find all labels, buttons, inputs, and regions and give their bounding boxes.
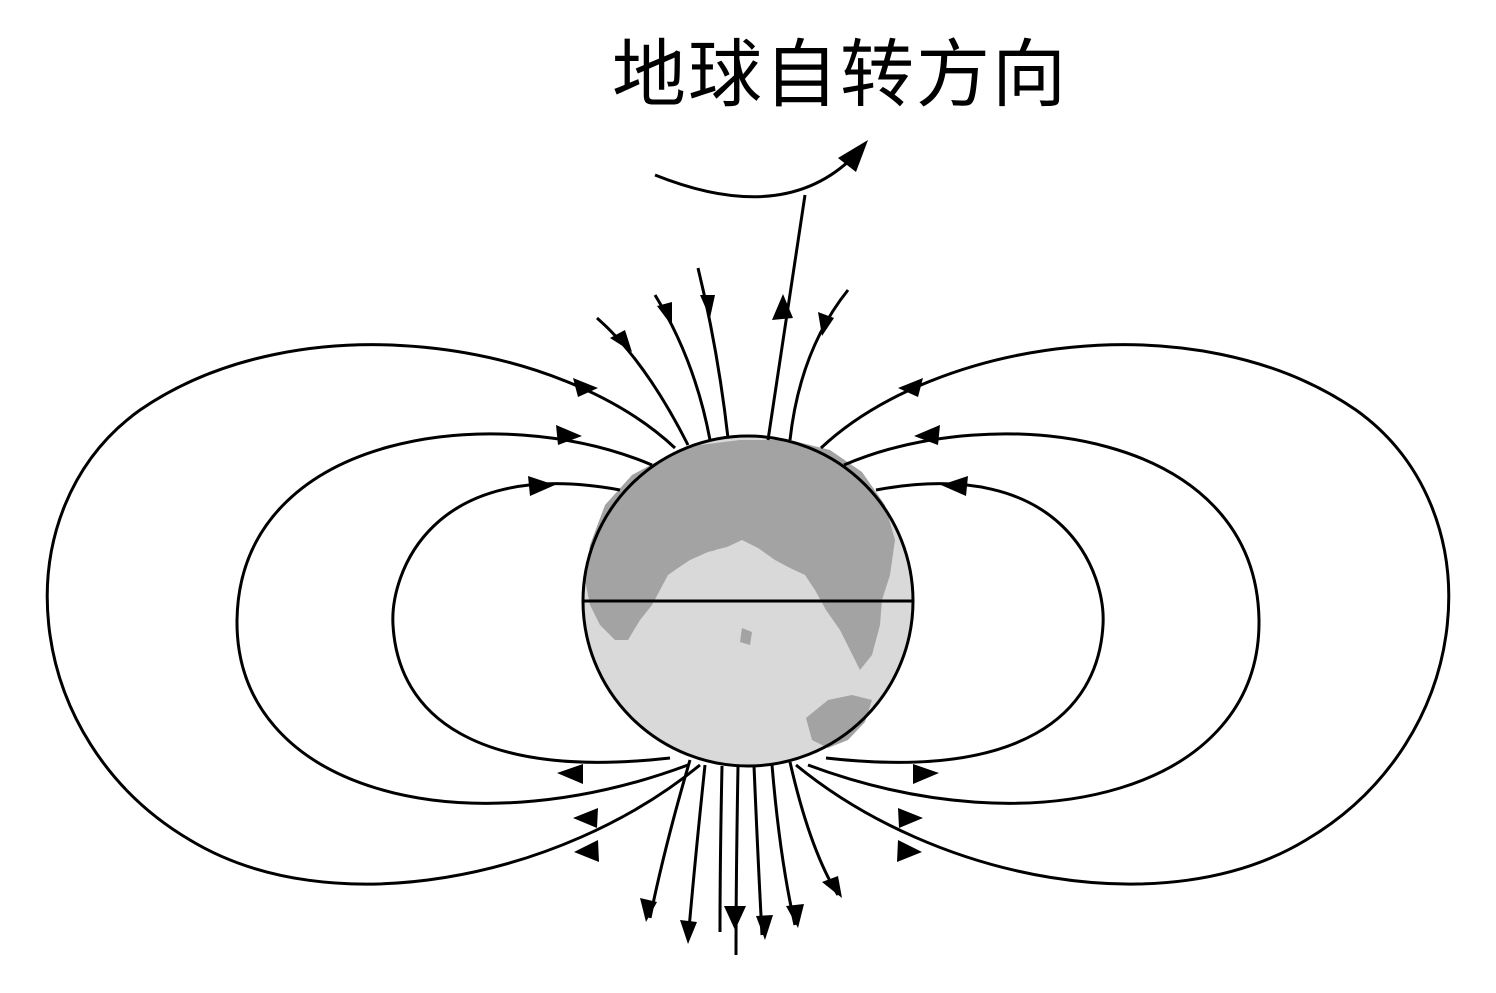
pointer-arrowhead: [772, 294, 793, 320]
left-loop-outer: [45, 343, 701, 886]
earth-globe: [581, 434, 915, 768]
rotation-direction-label: 地球自转方向: [612, 32, 1068, 118]
right-loop-outer: [795, 343, 1451, 886]
left-loop-inner: [391, 482, 671, 764]
land-island: [740, 628, 752, 645]
top-field-lines: [596, 267, 850, 446]
rotation-arc: [654, 158, 852, 199]
bottom-line-5-arrowhead: [756, 915, 773, 940]
right-inner-bottom-arrowhead: [913, 764, 939, 784]
rotation-arrow: [654, 140, 868, 199]
left-middle-bottom-arrowhead: [573, 808, 598, 828]
right-middle-bottom-arrowhead: [898, 808, 923, 828]
bottom-line-4: [734, 765, 740, 956]
right-middle-top-arrowhead: [914, 425, 940, 445]
bottom-line-5: [752, 765, 764, 936]
left-middle-top-arrowhead: [556, 425, 582, 445]
bottom-line-4-arrowhead: [724, 906, 746, 930]
bottom-field-lines: [640, 759, 842, 956]
left-outer-bottom-arrowhead: [574, 840, 599, 862]
right-outer-bottom-arrowhead: [897, 840, 922, 862]
bottom-line-1-arrowhead: [640, 898, 657, 922]
right-loop-inner: [825, 482, 1105, 764]
bottom-line-3: [718, 765, 724, 933]
bottom-line-2: [686, 764, 707, 941]
left-inner-bottom-arrowhead: [557, 764, 583, 784]
top-line-5-arrowhead: [818, 312, 834, 336]
bottom-line-1: [648, 759, 692, 919]
top-line-2: [653, 294, 712, 441]
top-line-2-arrowhead: [657, 302, 672, 326]
rotation-arrowhead: [838, 140, 868, 172]
land-australia: [806, 695, 872, 748]
pointer-line: [766, 194, 807, 441]
bottom-line-7-arrowhead: [822, 876, 842, 898]
top-line-3: [696, 267, 730, 439]
right-outer-top-arrowhead: [898, 378, 923, 397]
bottom-line-2-arrowhead: [680, 920, 697, 944]
left-loop-middle: [235, 432, 689, 805]
right-loop-middle: [807, 432, 1261, 805]
top-line-1-arrowhead: [610, 330, 632, 352]
bottom-line-6-arrowhead: [786, 904, 804, 928]
left-outer-top-arrowhead: [573, 378, 598, 397]
top-line-5: [788, 289, 850, 441]
top-line-3-arrowhead: [700, 295, 715, 318]
bottom-line-6: [770, 764, 797, 926]
top-line-1: [596, 316, 690, 446]
right-field-loops: [795, 343, 1451, 886]
land-asia-africa: [585, 440, 895, 670]
left-inner-top-arrowhead: [528, 476, 555, 496]
bottom-line-7: [788, 761, 840, 896]
left-field-loops: [45, 343, 701, 886]
right-inner-top-arrowhead: [941, 476, 968, 496]
